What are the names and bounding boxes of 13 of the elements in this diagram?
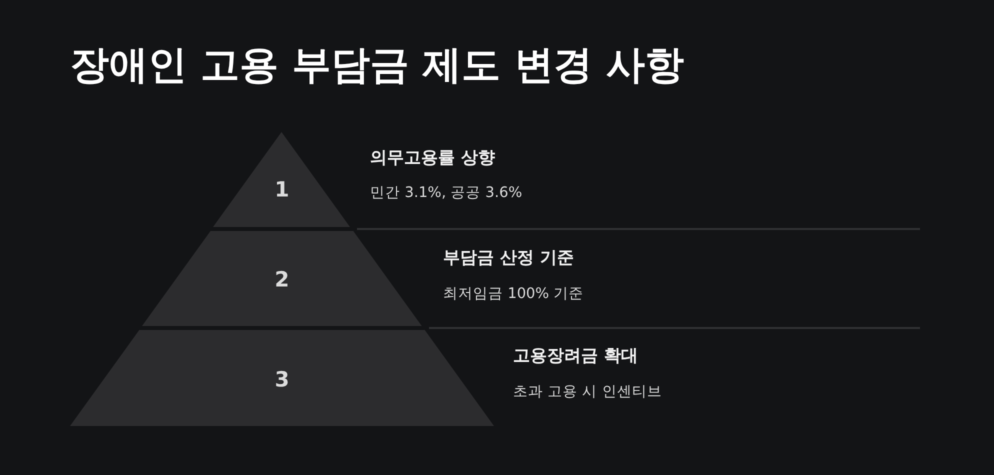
- tier-heading: 의무고용률 상향: [370, 148, 495, 168]
- tier-description: 초과 고용 시 인센티브: [513, 384, 662, 402]
- tier-number: 3: [274, 369, 290, 390]
- title: 장애인 고용 부담금 제도 변경 사항: [70, 44, 684, 89]
- pyramid-tier: [142, 231, 422, 326]
- tier-description: 최저임금 100% 기준: [443, 286, 584, 304]
- tier-number: 1: [274, 179, 290, 200]
- pyramid-tier: [70, 330, 494, 426]
- tier-heading: 부담금 산정 기준: [443, 248, 574, 268]
- tier-number: 2: [274, 270, 290, 291]
- tier-description: 민간 3.1%, 공공 3.6%: [370, 185, 522, 202]
- pyramid-tier: [213, 132, 350, 227]
- tier-heading: 고용장려금 확대: [513, 346, 638, 366]
